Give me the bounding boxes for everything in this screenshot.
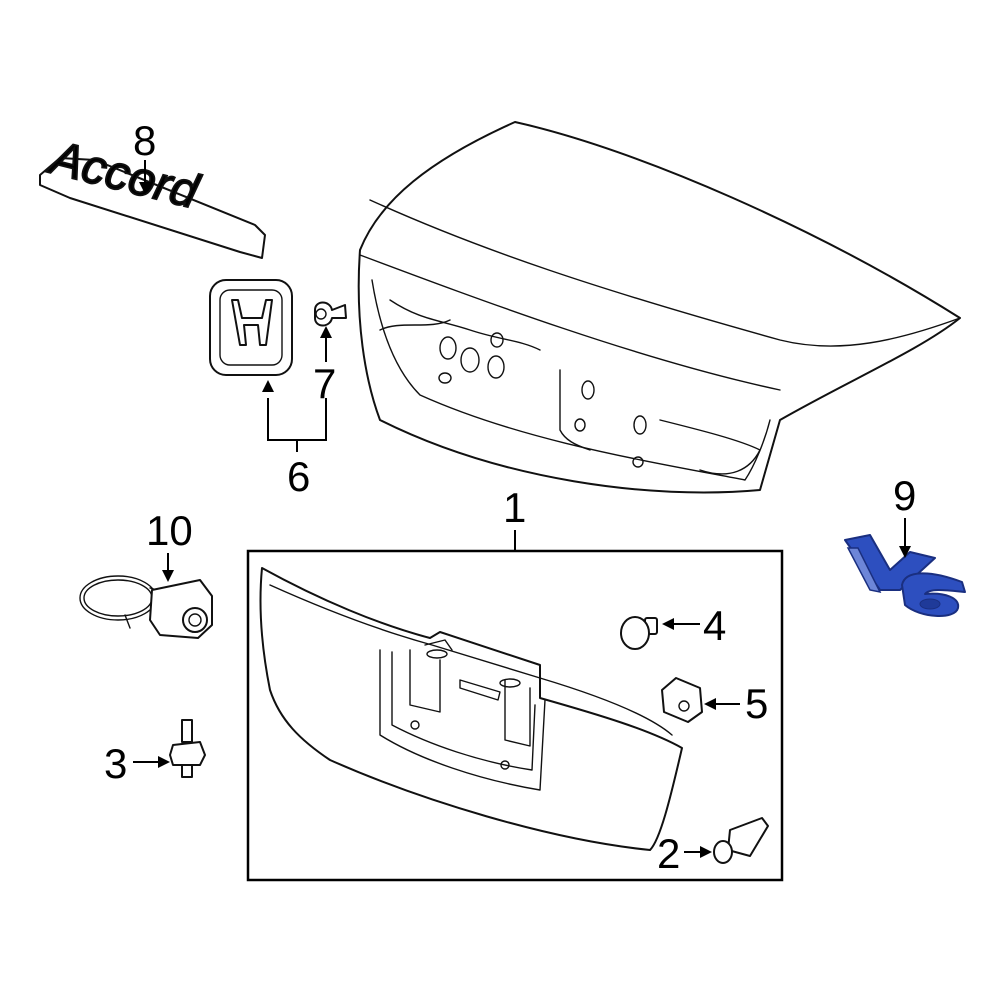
leader-lines bbox=[133, 160, 911, 858]
stud-bolt bbox=[169, 719, 206, 778]
backup-camera bbox=[79, 575, 213, 639]
callout-6: 6 bbox=[287, 453, 310, 500]
callout-9: 9 bbox=[893, 472, 916, 519]
callout-7: 7 bbox=[313, 360, 336, 407]
bumper-block bbox=[661, 677, 703, 723]
emblem-retainer bbox=[314, 301, 347, 327]
callout-10: 10 bbox=[146, 507, 193, 554]
cushion bbox=[620, 616, 658, 650]
license-garnish bbox=[259, 567, 683, 851]
v6-emblem: V6 bbox=[844, 534, 966, 617]
callout-1: 1 bbox=[503, 484, 526, 531]
honda-emblem bbox=[209, 279, 293, 376]
callout-8: 8 bbox=[133, 117, 156, 164]
callout-5: 5 bbox=[745, 680, 768, 727]
garnish-clip bbox=[713, 817, 769, 864]
callout-4: 4 bbox=[703, 602, 726, 649]
callout-3: 3 bbox=[104, 740, 127, 787]
trunk-lid-illustration bbox=[357, 121, 961, 494]
callout-2: 2 bbox=[657, 830, 680, 877]
